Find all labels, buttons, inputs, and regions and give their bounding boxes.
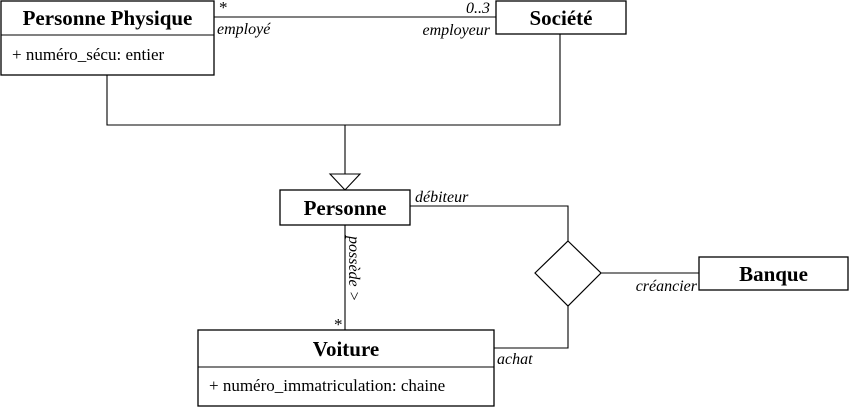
class-personne-name: Personne [304, 196, 387, 220]
class-personne-physique-box [0, 0, 215, 76]
class-banque-name: Banque [739, 262, 808, 286]
class-personne[interactable]: Personne [279, 189, 411, 226]
class-societe[interactable]: Société [495, 0, 627, 35]
generalization-arrowhead-icon [328, 173, 362, 191]
role-employeur: employeur [422, 22, 490, 39]
association-credit [410, 205, 699, 349]
association-achat-line [494, 306, 569, 349]
role-employe: employé [217, 21, 271, 38]
class-voiture-box [197, 329, 495, 407]
class-personne-physique-attribute: + numéro_sécu: entier [12, 45, 164, 64]
association-possede-label: possède > [345, 235, 362, 301]
class-voiture-attribute: + numéro_immatriculation: chaine [209, 376, 445, 395]
class-banque[interactable]: Banque [698, 256, 849, 291]
class-societe-box [495, 0, 627, 35]
class-personne-physique[interactable]: Personne Physique + numéro_sécu: entier [0, 0, 215, 76]
class-societe-name: Société [530, 6, 593, 30]
association-debiteur-line [410, 205, 569, 241]
multiplicity-employeur: 0..3 [466, 0, 490, 17]
multiplicity-voiture: * [334, 315, 343, 334]
class-banque-box [698, 256, 849, 291]
multiplicity-employe: * [219, 0, 228, 17]
role-debiteur: débiteur [415, 189, 469, 206]
generalization-connector [106, 34, 561, 191]
class-voiture[interactable]: Voiture + numéro_immatriculation: chaine [197, 329, 495, 407]
role-achat: achat [497, 351, 533, 368]
role-creancier: créancier [636, 278, 698, 295]
class-voiture-name: Voiture [313, 337, 380, 361]
class-personne-physique-name: Personne Physique [23, 6, 193, 30]
generalization-branch-line [106, 34, 561, 126]
association-diamond-icon [534, 240, 602, 307]
class-personne-box [279, 189, 411, 226]
